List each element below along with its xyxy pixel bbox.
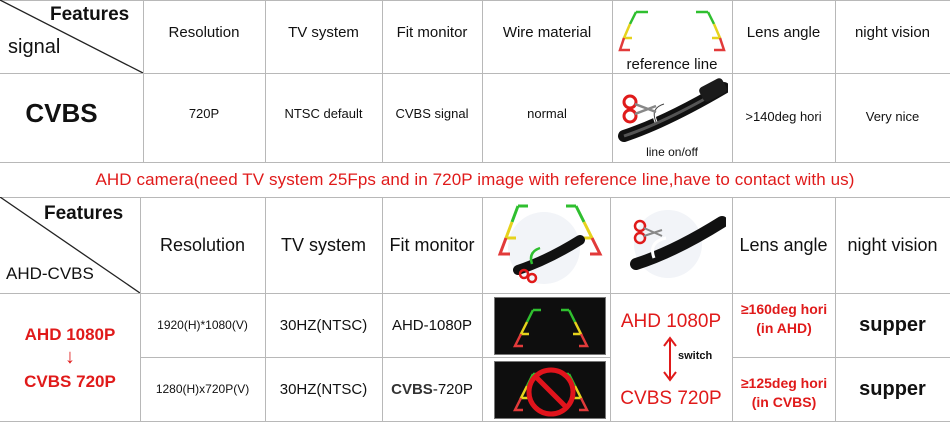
grid-line: [265, 0, 266, 162]
header-tv-system: TV system: [288, 24, 359, 41]
double-arrow-icon: [663, 336, 677, 382]
grid-line: [612, 0, 613, 162]
grid-line: [482, 197, 483, 421]
grid-line: [610, 197, 611, 421]
grid-line: [835, 197, 836, 421]
header-tv-system: TV system: [280, 234, 366, 255]
cable-cut-icon: [618, 78, 728, 142]
tv-system-value: NTSC default: [284, 105, 363, 121]
tv-system-value: 30HZ(NTSC): [279, 316, 368, 334]
scissors-icon: [622, 94, 657, 124]
line-on-off-label: line on/off: [646, 145, 698, 159]
header-lens-angle: Lens angle: [746, 24, 821, 41]
header-fit-monitor: Fit monitor: [396, 24, 468, 41]
fit-monitor-value: CVBS-720P: [382, 357, 482, 421]
lens-angle-value: >140deg hori: [745, 108, 822, 124]
guide-lines-preview-thumbnail: [494, 297, 606, 355]
grid-line: [0, 0, 950, 1]
lens-angle-value: ≥125deg hori: [740, 375, 828, 391]
lens-angle-value: ≥160deg hori: [740, 301, 828, 317]
diagonal-divider: [0, 197, 140, 293]
night-vision-value: Very nice: [865, 108, 920, 124]
night-vision-value: supper: [859, 313, 926, 336]
switch-label: switch: [678, 350, 713, 362]
header-signal: signal: [8, 36, 61, 58]
diagonal-divider: [0, 0, 143, 73]
header-reference-line: reference line: [626, 55, 718, 73]
grid-line: [732, 197, 733, 421]
header-features: Features: [44, 203, 124, 224]
header-lens-angle: Lens angle: [739, 234, 828, 255]
signal-cvbs-720p: CVBS 720P: [24, 372, 116, 391]
header-resolution: Resolution: [159, 234, 246, 255]
fit-monitor-value: CVBS signal: [395, 105, 469, 121]
grid-line: [0, 293, 950, 294]
grid-line: [0, 197, 950, 198]
grid-line: [0, 421, 950, 422]
prohibited-icon: [526, 367, 576, 417]
switch-ahd-1080p: AHD 1080P: [620, 311, 722, 332]
signal-ahd-1080p: AHD 1080P: [24, 325, 116, 344]
arrow-down-icon: ↓: [65, 345, 75, 368]
header-resolution: Resolution: [168, 24, 240, 41]
resolution-value: 1280(H)x720P(V): [155, 382, 250, 396]
grid-line: [732, 357, 950, 358]
header-night-vision: night vision: [854, 24, 931, 41]
header-night-vision: night vision: [847, 234, 938, 255]
lens-angle-note: (in AHD): [756, 320, 812, 336]
guide-lines-cable-icon: [497, 204, 603, 284]
fit-monitor-value: AHD-1080P: [391, 316, 473, 334]
lens-angle-note: (in CVBS): [751, 394, 817, 410]
grid-line: [140, 357, 610, 358]
grid-line: [143, 0, 144, 162]
fit-monitor-prefix: CVBS: [391, 380, 433, 398]
switch-cvbs-720p: CVBS 720P: [620, 388, 722, 409]
grid-line: [382, 197, 383, 421]
signal-cvbs: CVBS: [25, 97, 98, 128]
header-fit-monitor: Fit monitor: [389, 234, 475, 255]
grid-line: [835, 0, 836, 162]
tv-system-value: 30HZ(NTSC): [279, 380, 368, 398]
grid-line: [382, 0, 383, 162]
lens-angle-ahd: ≥160deg hori (in AHD): [736, 300, 832, 338]
grid-line: [0, 162, 950, 163]
grid-line: [732, 0, 733, 162]
ahd-notice-banner: AHD camera(need TV system 25Fps and in 7…: [95, 170, 855, 189]
grid-line: [482, 0, 483, 162]
grid-line: [0, 73, 950, 74]
cable-cut-icon: [630, 210, 726, 278]
fit-monitor-suffix: -720P: [432, 380, 473, 398]
resolution-value: 720P: [188, 105, 220, 121]
header-wire-material: Wire material: [502, 24, 592, 41]
no-guide-lines-preview-thumbnail: [494, 361, 606, 419]
resolution-value: 1920(H)*1080(V): [157, 318, 248, 332]
night-vision-value: supper: [859, 377, 926, 400]
header-signal: AHD-CVBS: [6, 264, 94, 283]
lens-angle-cvbs: ≥125deg hori (in CVBS): [736, 374, 832, 412]
grid-line: [140, 197, 141, 421]
parking-guide-lines-icon: [618, 10, 726, 52]
grid-line: [265, 197, 266, 421]
wire-material-value: normal: [527, 105, 567, 121]
header-features: Features: [50, 4, 130, 25]
